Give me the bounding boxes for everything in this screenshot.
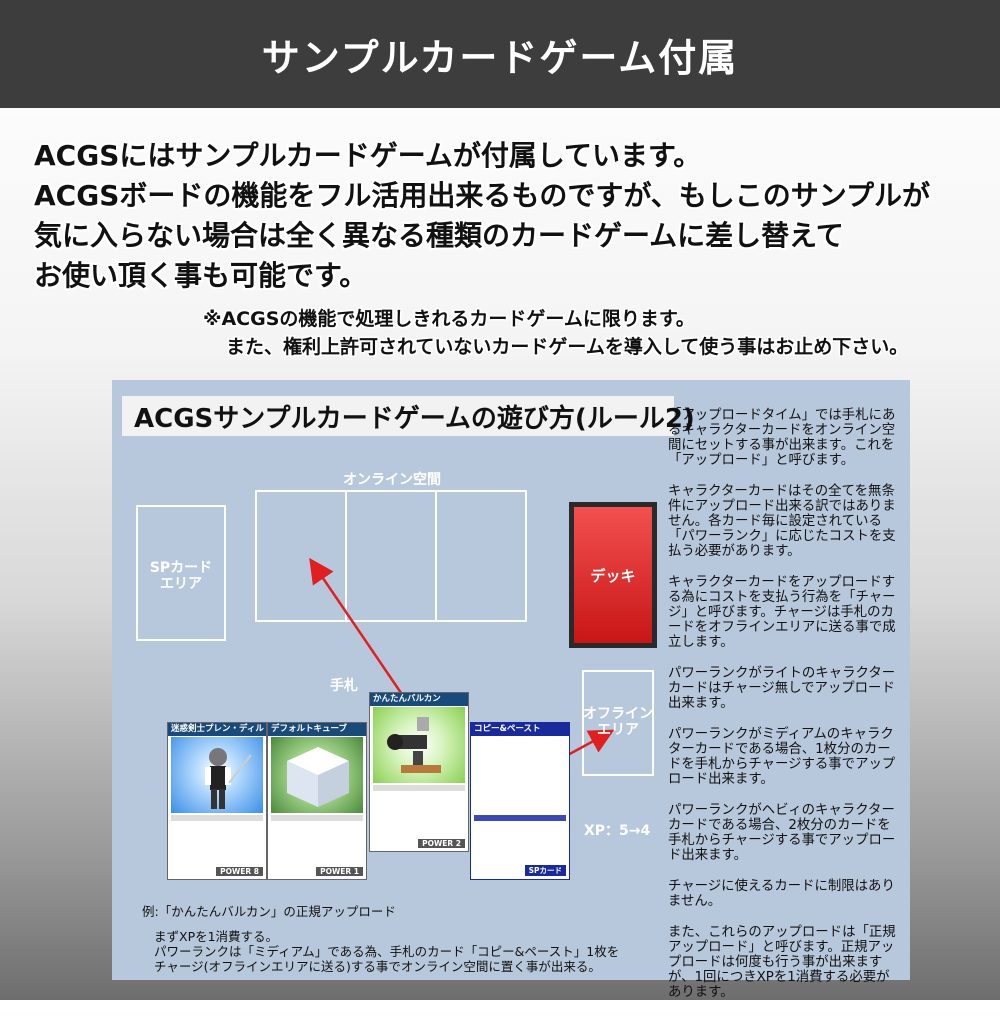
rules-paragraph: チャージに使えるカードに制限はありません。	[668, 879, 895, 909]
example-line: まずXPを1消費する。	[154, 929, 279, 944]
deck[interactable]: デッキ	[569, 502, 657, 648]
rules-paragraph: パワーランクがライトのキャラクターカードはチャージ無しでアップロード出来ます。	[668, 666, 896, 711]
rules-paragraph: キャラクターカードをアップロードする為にコストを支払う行為を「チャージ」と呼びま…	[668, 575, 896, 650]
intro-line: ACGSボードの機能をフル活用出来るものですが、もしこのサンプルが	[34, 179, 930, 212]
card-art	[171, 737, 263, 813]
swordsman-icon	[205, 748, 252, 809]
note-limit: ※ACGSの機能で処理しきれるカードゲームに限ります。	[203, 308, 695, 330]
example-line: パワーランクは「ミディアム」である為、手札のカード「コピー&ペースト」1枚を	[154, 944, 620, 959]
example-line: チャージ(オフラインエリアに送る)する事でオンライン空間に置く事が出来る。	[154, 959, 601, 974]
hand-card-selected[interactable]: かんたんバルカン POWER 2	[369, 692, 469, 852]
card-power: POWER 1	[316, 867, 363, 876]
online-space	[255, 490, 527, 622]
vulcan-cannon-icon	[387, 717, 441, 773]
rules-paragraph: また、これらのアップロードは「正規アップロード」と呼びます。正規アップロードは何…	[668, 925, 896, 1000]
card-name: かんたんバルカン	[370, 693, 468, 706]
hand-label: 手札	[330, 678, 358, 694]
card-power: SPカード	[524, 865, 566, 876]
hand-card[interactable]: コピー&ペースト SPカード	[470, 722, 570, 880]
online-space-label: オンライン空間	[343, 472, 441, 488]
rules-panel: ACGSサンプルカードゲームの遊び方(ルール2) オンライン空間 SPカード エ…	[112, 380, 910, 1000]
rules-paragraph: パワーランクがヘビィのキャラクターカードである場合、2枚分のカードを手札からチャ…	[668, 803, 896, 863]
rules-paragraph: 「アップロードタイム」では手札にあるキャラクターカードをオンライン空間にセットす…	[668, 408, 896, 468]
intro-line: ACGSにはサンプルカードゲームが付属しています。	[34, 139, 702, 172]
example-title: 例:「かんたんバルカン」の正規アップロード	[142, 904, 396, 919]
rules-paragraph: キャラクターカードはその全てを無条件にアップロード出来る訳ではありません。各カー…	[668, 484, 896, 559]
intro-line: 気に入らない場合は全く異なる種類のカードゲームに差し替えて	[34, 219, 844, 252]
card-power: POWER 2	[418, 839, 465, 848]
card-stat-bar	[271, 815, 363, 821]
hand-card[interactable]: デフォルトキューブ POWER 1	[267, 722, 367, 880]
intro-text: ACGSにはサンプルカードゲームが付属しています。 ACGSボードの機能をフル活…	[34, 136, 994, 296]
card-stat-bar	[373, 785, 465, 791]
card-stat-bar	[474, 815, 566, 821]
offline-area-label: オフライン エリア	[583, 706, 653, 738]
rules-title: ACGSサンプルカードゲームの遊び方(ルール2)	[122, 396, 695, 436]
sp-area-label: SPカード エリア	[149, 560, 213, 592]
hand-card[interactable]: 迷惑剣士プレン・ディル POWER 8	[167, 722, 267, 880]
deck-label: デッキ	[574, 507, 652, 643]
card-power: POWER 8	[216, 867, 263, 876]
rules-sidebar: 「アップロードタイム」では手札にあるキャラクターカードをオンライン空間にセットす…	[668, 408, 900, 1016]
intro-line: お使い頂く事も可能です。	[34, 259, 368, 292]
card-name: デフォルトキューブ	[268, 723, 366, 736]
page-header: サンプルカードゲーム付属	[0, 0, 1000, 108]
page-title: サンプルカードゲーム付属	[261, 35, 739, 80]
card-stat-bar	[171, 815, 263, 821]
card-name: 迷惑剣士プレン・ディル	[168, 723, 266, 736]
card-name: コピー&ペースト	[471, 723, 569, 736]
note-rights: また、権利上許可されていないカードゲームを導入して使う事はお止め下さい。	[226, 336, 909, 358]
card-art	[474, 737, 566, 813]
card-art	[271, 737, 363, 813]
cube-icon	[287, 747, 349, 807]
rules-paragraph: パワーランクがミディアムのキャラクターカードである場合、1枚分のカードを手札から…	[668, 727, 896, 787]
card-art	[373, 707, 465, 783]
xp-counter: XP：5→4	[584, 823, 651, 839]
example-block: 例:「かんたんバルカン」の正規アップロード まずXPを1消費する。 パワーランク…	[142, 904, 619, 974]
